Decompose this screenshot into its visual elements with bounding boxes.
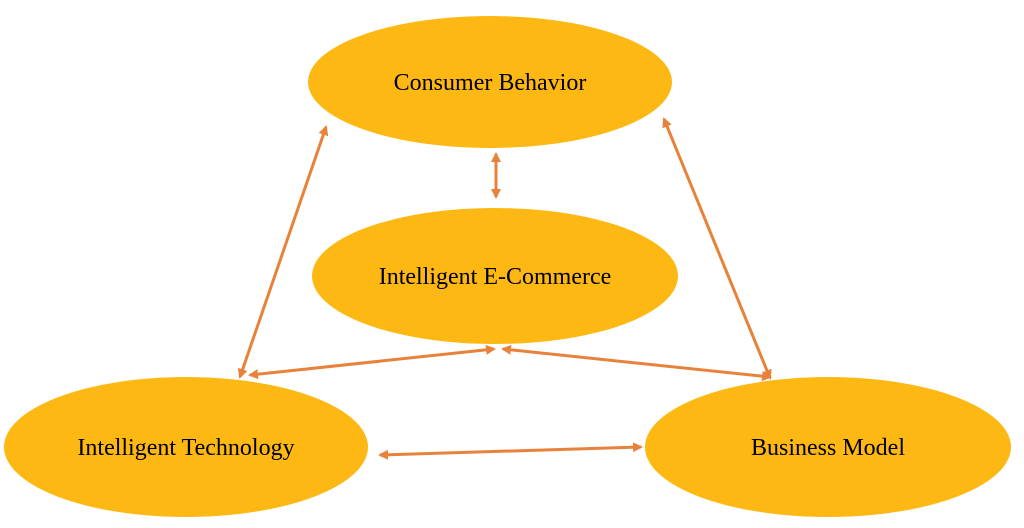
arrow-ecommerce-business-model <box>501 344 772 382</box>
arrow-ecommerce-technology <box>248 344 496 380</box>
arrow-consumer-behavior-business-model <box>662 117 772 380</box>
node-intelligent-ecommerce: Intelligent E-Commerce <box>312 208 678 344</box>
intelligent-technology-label: Intelligent Technology <box>77 435 294 461</box>
node-consumer-behavior: Consumer Behavior <box>308 16 672 148</box>
consumer-behavior-label: Consumer Behavior <box>394 70 587 96</box>
node-business-model: Business Model <box>645 377 1011 517</box>
consumer-behavior-ellipse <box>308 16 672 148</box>
intelligent-ecommerce-label: Intelligent E-Commerce <box>379 264 612 290</box>
arrow-consumer-behavior-technology <box>237 125 329 379</box>
arrow-technology-business-model <box>378 442 643 460</box>
intelligent-technology-ellipse <box>4 377 368 517</box>
node-intelligent-technology: Intelligent Technology <box>4 377 368 517</box>
business-model-ellipse <box>645 377 1011 517</box>
intelligent-ecommerce-ellipse <box>312 208 678 344</box>
business-model-label: Business Model <box>751 435 905 461</box>
